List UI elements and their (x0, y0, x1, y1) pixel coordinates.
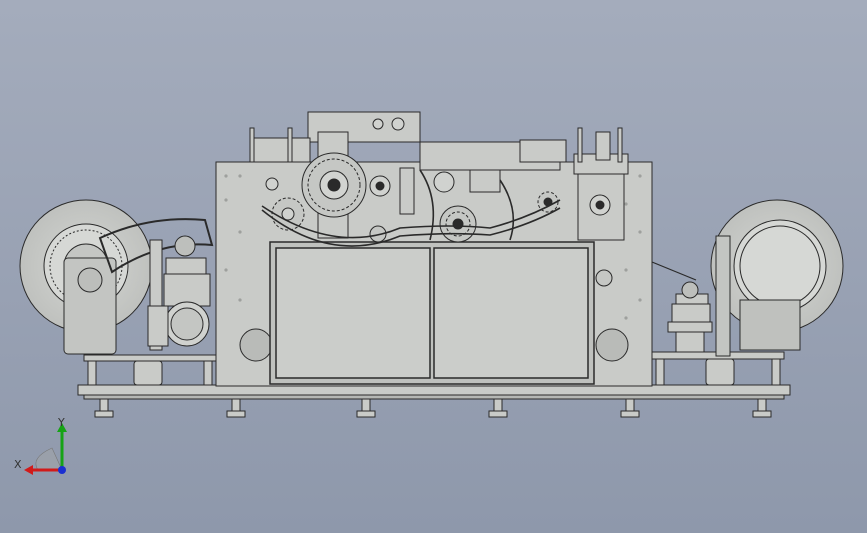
guide-rods (249, 127, 623, 163)
machine-assembly (19, 111, 844, 418)
unwind-roll (19, 199, 153, 355)
web-path (261, 169, 561, 247)
central-access-panel (269, 241, 595, 385)
base-rail-lower (83, 394, 785, 400)
z-axis-marker (58, 466, 66, 474)
gear-train (265, 117, 613, 287)
leveling-feet (94, 398, 772, 418)
frame-holes (224, 174, 642, 320)
left-platform (83, 354, 217, 362)
axis-triad: Y X (14, 416, 67, 475)
upper-mechanism (253, 111, 629, 241)
view-plane-wedge (35, 447, 63, 471)
left-drive-unit (98, 218, 214, 351)
rewind-roll (710, 199, 844, 357)
x-axis-label: X (14, 458, 22, 471)
y-axis-arrowhead (57, 423, 67, 432)
y-axis-label: Y (57, 416, 65, 429)
x-axis-arrowhead (24, 465, 33, 475)
right-bearing-support (651, 261, 713, 353)
